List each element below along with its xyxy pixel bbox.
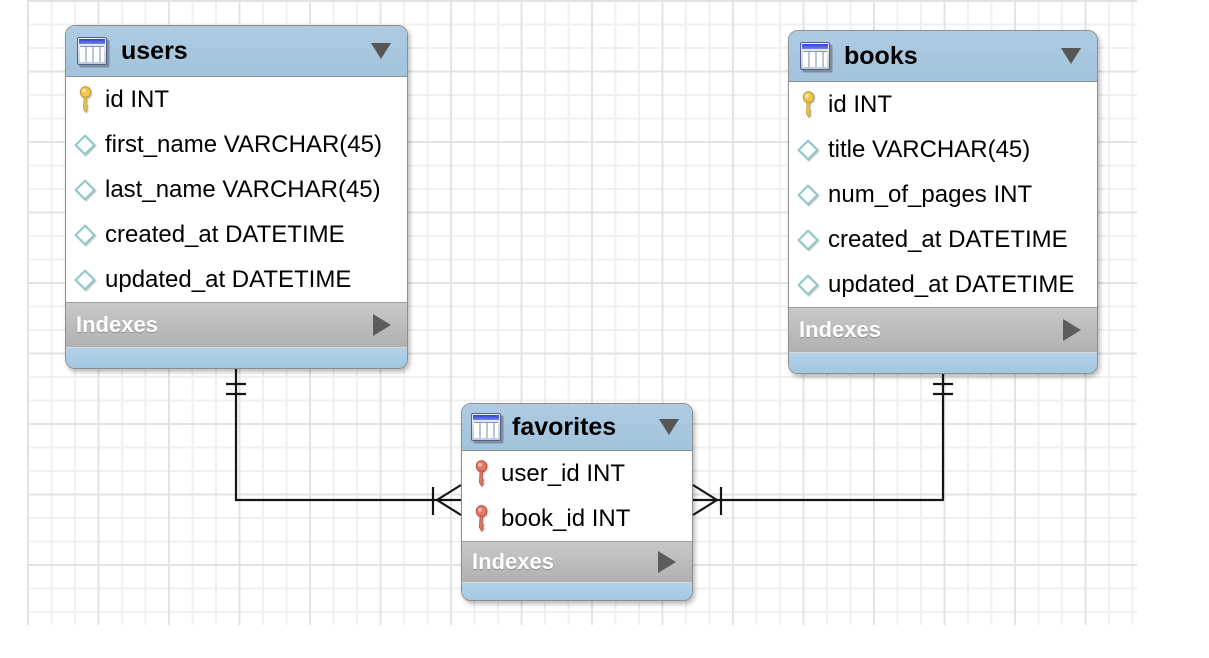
foreign-primary-key-icon xyxy=(469,460,493,487)
column-list: id INT title VARCHAR(45) num_of_pages INT c… xyxy=(789,82,1097,307)
expand-triangle-icon[interactable] xyxy=(1063,319,1081,341)
column-list: user_id INT book_id INT xyxy=(462,451,692,541)
relationship-line xyxy=(693,365,945,502)
table-users[interactable]: users id INT first_name VARCHAR(45) last_n… xyxy=(65,25,408,369)
column-label: updated_at DATETIME xyxy=(828,270,1075,298)
indexes-label: Indexes xyxy=(799,317,881,342)
table-title: favorites xyxy=(512,412,617,441)
expand-triangle-icon[interactable] xyxy=(658,551,676,573)
primary-key-icon xyxy=(796,91,820,118)
column-label: book_id INT xyxy=(501,504,631,532)
cardinality-one-ticks xyxy=(226,382,246,396)
column-row[interactable]: updated_at DATETIME xyxy=(789,262,1097,307)
table-footer xyxy=(66,347,407,368)
column-row[interactable]: num_of_pages INT xyxy=(789,172,1097,217)
collapse-triangle-icon[interactable] xyxy=(1061,48,1081,64)
table-books[interactable]: books id INT title VARCHAR(45) num_of_page… xyxy=(788,30,1098,374)
column-row[interactable]: id INT xyxy=(66,77,407,122)
column-row[interactable]: id INT xyxy=(789,82,1097,127)
indexes-label: Indexes xyxy=(472,549,554,574)
column-icon xyxy=(73,133,97,156)
primary-key-icon xyxy=(73,86,97,113)
table-icon xyxy=(800,42,830,70)
column-label: first_name VARCHAR(45) xyxy=(105,130,382,158)
column-row[interactable]: title VARCHAR(45) xyxy=(789,127,1097,172)
expand-triangle-icon[interactable] xyxy=(373,314,391,336)
column-label: id INT xyxy=(105,85,170,113)
table-icon xyxy=(77,37,107,65)
relationship-users-favorites[interactable] xyxy=(226,360,462,516)
foreign-primary-key-icon xyxy=(469,505,493,532)
table-header[interactable]: favorites xyxy=(462,404,692,451)
collapse-triangle-icon[interactable] xyxy=(659,419,679,435)
table-icon xyxy=(471,413,501,441)
column-row[interactable]: updated_at DATETIME xyxy=(66,257,407,302)
table-favorites[interactable]: favorites user_id INT book_id INT Indexes xyxy=(461,403,693,601)
collapse-triangle-icon[interactable] xyxy=(371,43,391,59)
column-icon xyxy=(796,183,820,206)
table-title: books xyxy=(844,41,918,70)
column-label: updated_at DATETIME xyxy=(105,265,352,293)
column-label: created_at DATETIME xyxy=(828,225,1068,253)
column-label: id INT xyxy=(828,90,893,118)
column-list: id INT first_name VARCHAR(45) last_name VA… xyxy=(66,77,407,302)
indexes-row[interactable]: Indexes xyxy=(789,307,1097,352)
column-row[interactable]: created_at DATETIME xyxy=(789,217,1097,262)
column-icon xyxy=(796,138,820,161)
column-icon xyxy=(796,273,820,296)
cardinality-many-crowfoot xyxy=(431,484,462,516)
table-footer xyxy=(462,582,692,600)
cardinality-many-crowfoot xyxy=(692,484,723,516)
table-header[interactable]: books xyxy=(789,31,1097,82)
table-footer xyxy=(789,352,1097,373)
column-row[interactable]: book_id INT xyxy=(462,496,692,541)
relationship-line xyxy=(234,360,461,502)
column-label: user_id INT xyxy=(501,459,626,487)
column-icon xyxy=(73,178,97,201)
column-icon xyxy=(73,268,97,291)
column-label: title VARCHAR(45) xyxy=(828,135,1031,163)
table-header[interactable]: users xyxy=(66,26,407,77)
indexes-row[interactable]: Indexes xyxy=(66,302,407,347)
column-row[interactable]: last_name VARCHAR(45) xyxy=(66,167,407,212)
indexes-row[interactable]: Indexes xyxy=(462,541,692,582)
column-icon xyxy=(796,228,820,251)
relationship-books-favorites[interactable] xyxy=(692,365,953,516)
column-row[interactable]: created_at DATETIME xyxy=(66,212,407,257)
column-label: created_at DATETIME xyxy=(105,220,345,248)
column-label: last_name VARCHAR(45) xyxy=(105,175,381,203)
column-row[interactable]: user_id INT xyxy=(462,451,692,496)
cardinality-one-ticks xyxy=(933,382,953,396)
table-title: users xyxy=(121,36,188,65)
indexes-label: Indexes xyxy=(76,312,158,337)
column-row[interactable]: first_name VARCHAR(45) xyxy=(66,122,407,167)
column-label: num_of_pages INT xyxy=(828,180,1033,208)
column-icon xyxy=(73,223,97,246)
